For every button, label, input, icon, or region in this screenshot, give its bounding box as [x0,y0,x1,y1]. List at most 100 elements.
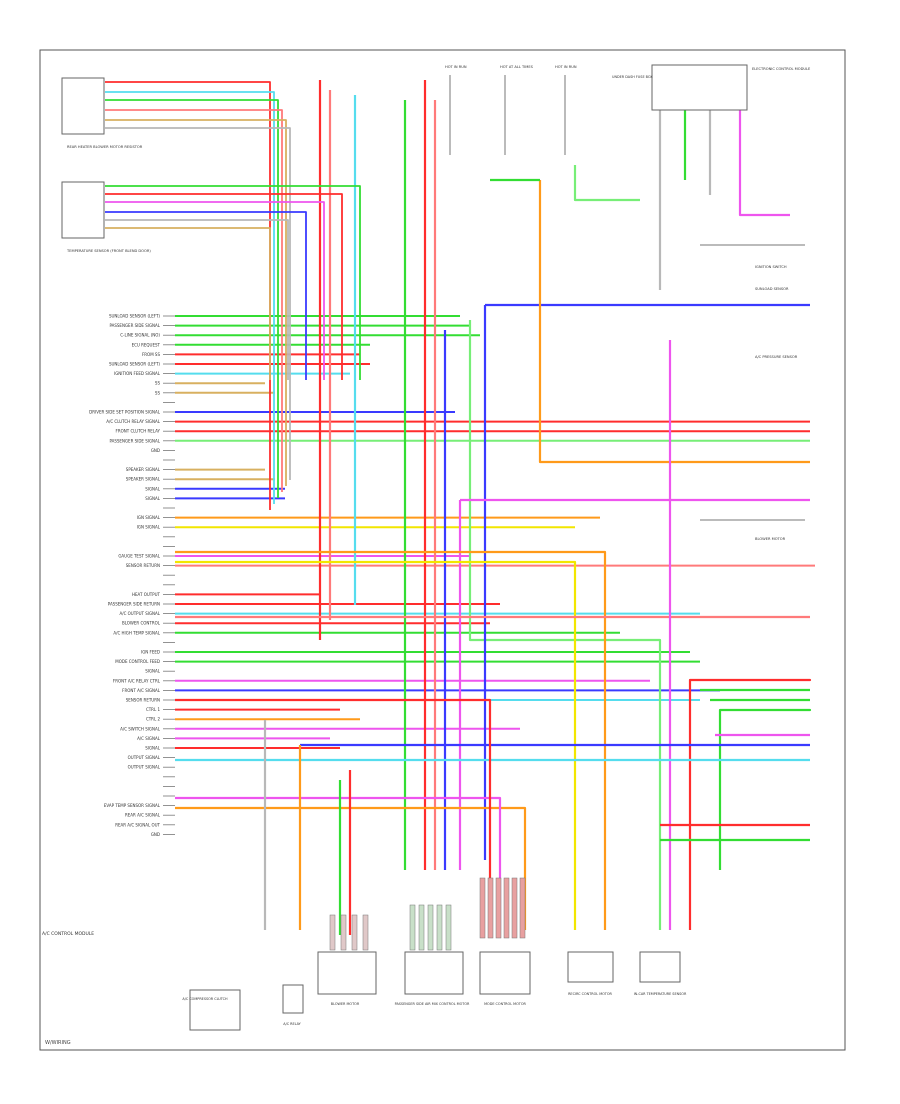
orange-cross [538,180,810,464]
connector-pin [445,904,452,951]
diagram-border [39,49,846,1051]
bottom-label-1: A/C RELAY [283,1022,301,1026]
pin-label-0: SUNLOAD SENSOR (LEFT) [109,314,160,319]
pin-label-3: ECU REQUEST [132,342,161,347]
pin-label-35: IGN FEED [141,650,160,655]
bottom-label-5: RECIRC CONTROL MOTOR [568,992,612,996]
top-connector-1-wire-1 [105,91,275,504]
module-title: A/C CONTROL MODULE [42,931,94,937]
top-connector-1-wire-3 [105,109,283,492]
connector-pin [503,877,510,939]
pin-label-41: CTRL 1 [146,707,161,712]
connector-2-label: TEMPERATURE SENSOR (FRONT BLEND DOOR) [66,249,151,253]
fuse-box-label: UNDER DASH FUSE BOX [612,75,653,79]
trunk-lightgreen [468,320,662,930]
pin-label-7: SS [155,381,161,386]
temp-sensor-connector [61,181,105,239]
in-car-sensor-box [639,951,681,983]
pin-label-18: SIGNAL [145,486,161,491]
connector-pin [340,914,347,951]
right-label-3: SUNLOAD SENSOR [755,287,789,291]
ecm-label: ELECTRONIC CONTROL MODULE [752,67,811,71]
fuse-label-2: HOT IN RUN [555,65,577,69]
pin-label-54: GND [151,832,160,837]
relay-box [282,984,304,1014]
component-layer [61,64,805,1031]
pin-label-53: REAR A/C SIGNAL OUT [115,822,160,827]
connector-pin [511,877,518,939]
air-mix-motor-box [404,951,464,995]
pin-label-36: MODE CONTROL FEED [115,659,160,664]
pin-label-14: GND [151,448,160,453]
pin-label-44: A/C SIGNAL [137,736,161,741]
fuse-lightgreen [573,165,640,202]
connector-pin [418,904,425,951]
green-right-3 [718,708,812,870]
top-connector-1-wire-4 [105,119,287,486]
pin-label-26: SENSOR RETURN [126,563,160,568]
connector-pin [495,877,502,939]
top-connector-2-wire-4 [105,219,289,380]
top-connector-2-wire-3 [105,211,307,380]
top-connector-2-wire-1 [105,193,343,380]
pin-label-1: PASSENGER SIDE SIGNAL [109,323,160,328]
connector-1-label: REAR HEATER BLOWER MOTOR RESISTOR [67,145,143,149]
blower-resistor-connector [61,77,105,135]
pin-label-52: REAR A/C SIGNAL [125,813,161,818]
right-label-1: A/C PRESSURE SENSOR [755,355,798,359]
orange-down [175,550,607,930]
pin-label-31: A/C OUTPUT SIGNAL [120,611,161,616]
pin-label-30: PASSENGER SIDE RETURN [108,602,160,607]
bottom-label-3: PASSENGER SIDE AIR MIX CONTROL MOTOR [395,1002,470,1006]
pin-label-5: SUNLOAD SENSOR (LEFT) [109,362,160,367]
fuse-label-1: HOT AT ALL TIMES [500,65,534,69]
pin-label-4: FROM SS [142,352,160,357]
fuse-label-0: HOT IN RUN [445,65,467,69]
pin-label-11: A/C CLUTCH RELAY SIGNAL [106,419,160,424]
blower-motor-box [317,951,377,995]
top-connector-2-wire-5 [105,227,271,380]
pin-label-46: OUTPUT SIGNAL [128,755,161,760]
red-right [688,678,812,930]
top-connector-1-wire-2 [105,99,279,498]
pin-label-51: EVAP TEMP SENSOR SIGNAL [104,803,161,808]
yellow-down [175,560,577,930]
pin-label-32: BLOWER CONTROL [122,621,161,626]
pin-label-29: HEAT OUTPUT [132,592,161,597]
recirc-motor-box [567,951,614,983]
compressor-clutch-box [189,989,241,1031]
pin-label-22: IGN SIGNAL [137,525,161,530]
connector-pin [479,877,486,939]
wire-layer [105,80,815,935]
pin-label-2: C-LINE SIGNAL (NO) [120,333,160,338]
pin-label-13: PASSENGER SIDE SIGNAL [109,438,160,443]
connector-pin [409,904,416,951]
pin-label-37: SIGNAL [145,669,161,674]
pin-label-42: CTRL 2 [146,717,161,722]
pin-label-39: FRONT A/C SIGNAL [122,688,161,693]
pin-label-12: FRONT CLUTCH RELAY [116,429,161,434]
label-layer: SUNLOAD SENSOR (LEFT) PASSENGER SIDE SIGN… [42,65,811,1026]
bottom-label-4: MODE CONTROL MOTOR [484,1002,526,1006]
top-connector-2-wire-0 [105,185,361,380]
pin-label-19: SIGNAL [145,496,161,501]
pin-label-21: IGN SIGNAL [137,515,161,520]
top-connector-1-wire-5 [105,127,291,480]
top-connector-2-wire-2 [105,201,325,380]
right-label-2: BLOWER MOTOR [755,537,786,541]
red-bottom [175,698,492,930]
connector-pin [487,877,494,939]
pin-label-8: SS [155,390,161,395]
pin-label-17: SPEAKER SIGNAL [126,477,161,482]
pin-label-38: FRONT A/C RELAY CTRL [113,678,161,683]
pin-label-25: GAUGE TEST SIGNAL [118,554,160,559]
bottom-label-6: IN-CAR TEMPERATURE SENSOR [634,992,687,996]
diagram-footer-id: W/WIRING [45,1040,71,1046]
ecm-box [651,64,748,111]
pin-label-33: A/C HIGH TEMP SIGNAL [113,630,160,635]
connector-pin [351,914,358,951]
connector-pin [329,914,336,951]
ecm-magenta [738,110,790,217]
connector-pin [519,877,526,939]
